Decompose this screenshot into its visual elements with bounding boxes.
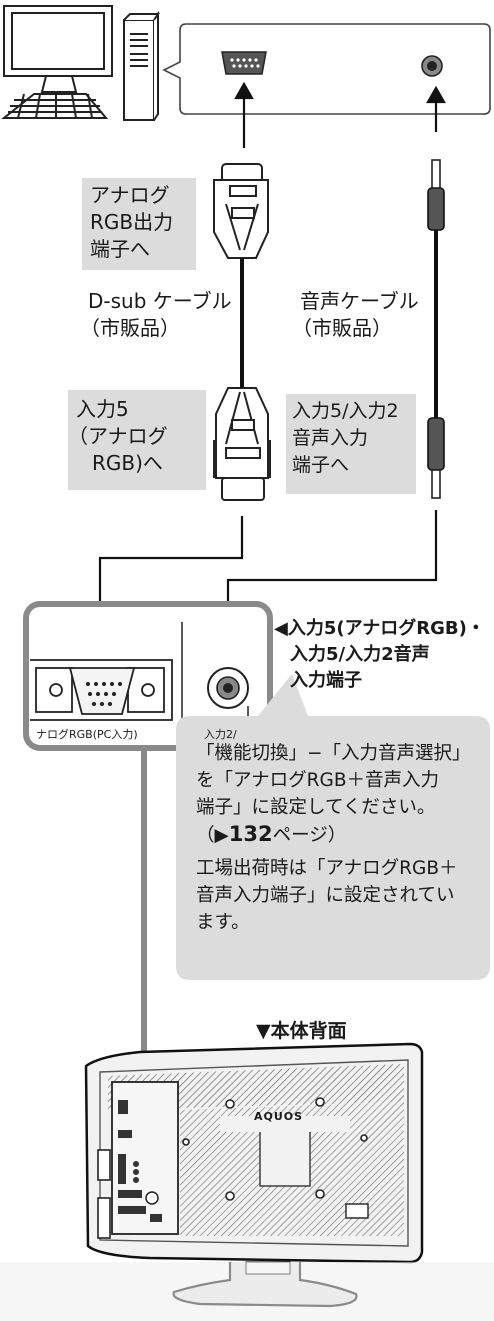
analog-rgb-out-label: アナログ RGB出力 端子へ bbox=[90, 183, 174, 261]
note-bubble bbox=[176, 674, 490, 980]
dsub-cable-label: D-sub ケーブル （市販品） bbox=[80, 289, 232, 340]
tv-input-panel bbox=[23, 601, 273, 751]
note-para-2: 工場出荷時は「アナログRGB＋ 音声入力端子」に設定されてい ます。 bbox=[196, 858, 458, 933]
note-text: 「機能切換」−「入力音声選択」 を「アナログRGB＋音声入力 端子」に設定してく… bbox=[196, 740, 494, 942]
page-ref-number: 132 bbox=[228, 822, 273, 846]
input5-analog-label: 入力5 （アナログ RGB)へ bbox=[68, 397, 168, 475]
dsub-connector-bottom bbox=[213, 387, 271, 501]
input5-audio-label: 入力5/入力2 音声入力 端子へ bbox=[292, 400, 399, 476]
analog-rgb-out-box bbox=[82, 178, 196, 270]
audio-plug-bottom bbox=[427, 417, 445, 499]
input5-analog-box bbox=[68, 390, 206, 490]
pc-monitor-icon bbox=[1, 5, 113, 119]
tv-rear-icon bbox=[84, 1042, 424, 1308]
tv-rear-label: ▼本体背面 bbox=[256, 1020, 347, 1042]
audio-cable-label: 音声ケーブル （市販品） bbox=[292, 289, 419, 340]
dsub-connector-top bbox=[213, 163, 269, 259]
callout-title: ◀入力5(アナログRGB)・ 入力5/入力2音声 入力端子 bbox=[274, 618, 485, 691]
note-para-1: 「機能切換」−「入力音声選択」 を「アナログRGB＋音声入力 端子」に設定してく… bbox=[196, 743, 471, 846]
panel-label-left: ナログRGB(PC入力) bbox=[36, 728, 138, 741]
up-arrows bbox=[234, 81, 446, 148]
input5-audio-box bbox=[286, 394, 416, 494]
pc-dsub-port bbox=[221, 51, 267, 75]
tv-brand-logo: AQUOS bbox=[254, 1110, 304, 1123]
audio-plug-top bbox=[427, 159, 445, 231]
panel-label-right: 入力2/ bbox=[204, 728, 237, 741]
pc-audio-jack bbox=[421, 55, 443, 77]
pc-tower-icon bbox=[123, 10, 160, 121]
